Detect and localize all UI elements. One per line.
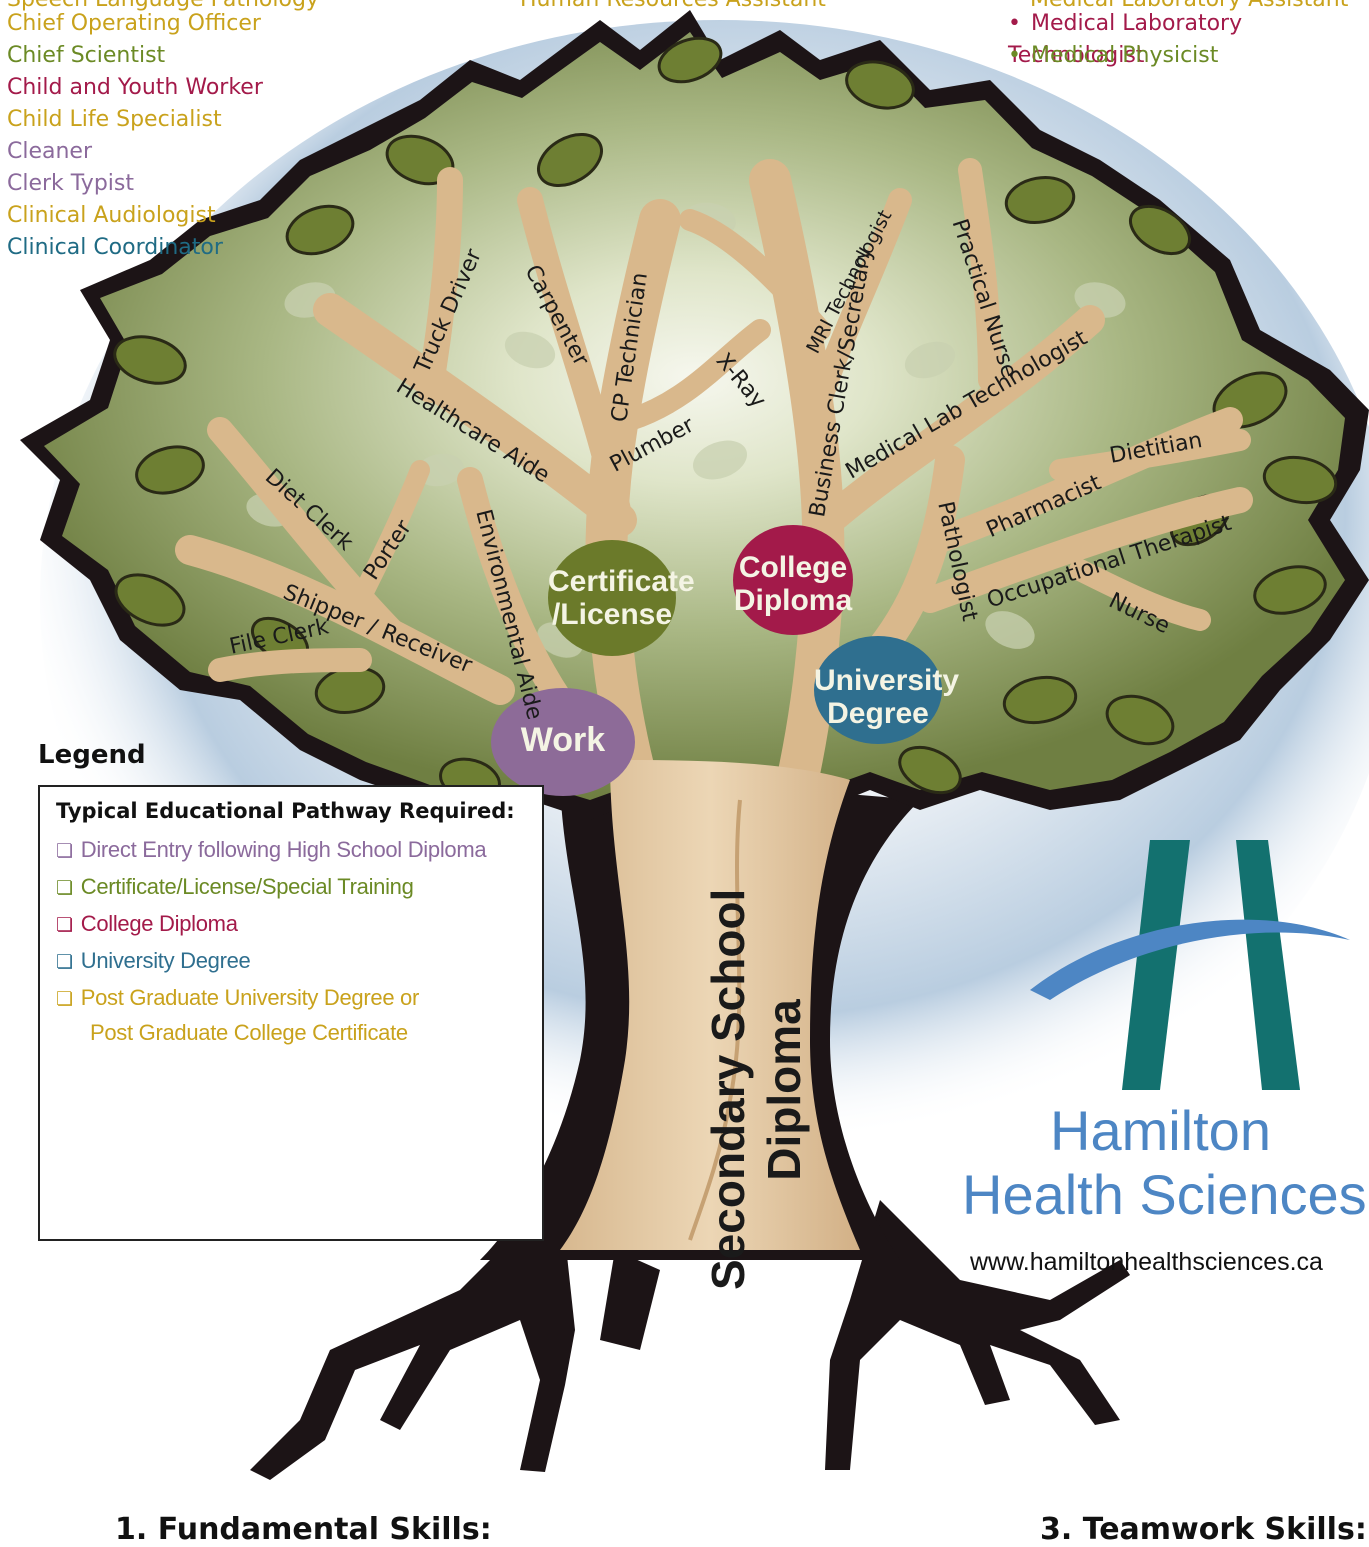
trunk-label: Secondary School Diploma — [700, 888, 812, 1290]
legend-item-university[interactable]: ❏University Degree — [56, 948, 251, 973]
legend-item-post-graduate[interactable]: ❏Post Graduate University Degree or — [56, 985, 420, 1010]
job-child-and-youth-worker[interactable]: Child and Youth Worker — [7, 75, 263, 100]
trunk-label-line1: Secondary School — [702, 888, 754, 1290]
checkbox-icon[interactable]: ❏ — [56, 951, 73, 973]
job-medical-laboratory-assistant[interactable]: Medical Laboratory Assistant — [1030, 0, 1348, 16]
job-clinical-audiologist[interactable]: Clinical Audiologist — [7, 203, 216, 228]
legend-item-college[interactable]: ❏College Diploma — [56, 911, 238, 936]
job-medical-laboratory-technologist[interactable]: •Medical Laboratory Technologist — [1008, 11, 1243, 68]
tree-roots — [250, 1190, 1130, 1480]
checkbox-icon[interactable]: ❏ — [56, 840, 73, 862]
trunk-fill — [560, 760, 860, 1250]
heading-fundamental-skills: 1. Fundamental Skills: — [115, 1512, 492, 1547]
university-oval — [814, 636, 942, 744]
legend-title: Legend — [38, 740, 146, 770]
university-label-line2: Degree — [827, 697, 929, 730]
certificate-label-line1: Certificate — [548, 565, 695, 598]
work-oval — [491, 688, 635, 796]
university-label[interactable]: University Degree — [814, 664, 960, 730]
work-label[interactable]: Work — [520, 721, 606, 759]
brand-url-link[interactable]: www.hamiltonhealthsciences.ca — [970, 1248, 1323, 1276]
job-speech-language-pathology[interactable]: Speech Language Pathology — [7, 0, 319, 16]
job-cleaner[interactable]: Cleaner — [7, 139, 93, 164]
brand-name-line1: Hamilton — [1050, 1099, 1271, 1162]
legend-subtitle: Typical Educational Pathway Required: — [56, 799, 515, 823]
legend-box: Typical Educational Pathway Required: ❏D… — [38, 785, 544, 1241]
checkbox-icon[interactable]: ❏ — [56, 877, 73, 899]
trunk-label-line2: Diploma — [758, 999, 810, 1181]
job-medical-physicist[interactable]: •Medical Physicist — [1008, 43, 1219, 68]
job-chief-operating-officer[interactable]: Chief Operating Officer — [7, 11, 261, 36]
university-label-line1: University — [814, 664, 960, 697]
college-label-line1: College — [738, 551, 848, 584]
job-chief-scientist[interactable]: Chief Scientist — [7, 43, 166, 68]
legend-item-direct-entry[interactable]: ❏Direct Entry following High School Dipl… — [56, 837, 487, 862]
college-label[interactable]: College Diploma — [733, 551, 853, 617]
certificate-label[interactable]: Certificate /License — [548, 565, 695, 631]
brand-name-line2: Health Sciences — [962, 1163, 1367, 1226]
checkbox-icon[interactable]: ❏ — [56, 914, 73, 936]
hhs-logo-mark — [1030, 840, 1350, 1090]
college-oval — [733, 525, 853, 635]
bullet: • — [1008, 11, 1021, 36]
heading-teamwork-skills: 3. Teamwork Skills: — [1040, 1512, 1367, 1547]
legend-item-certificate[interactable]: ❏Certificate/License/Special Training — [56, 874, 414, 899]
bullet: • — [1008, 43, 1021, 68]
certificate-oval — [548, 540, 676, 656]
job-clerk-typist[interactable]: Clerk Typist — [7, 171, 134, 196]
job-human-resources-assistant[interactable]: Human Resources Assistant — [520, 0, 826, 16]
job-clinical-coordinator[interactable]: Clinical Coordinator — [7, 235, 223, 260]
college-label-line2: Diploma — [733, 584, 853, 617]
legend-item-post-graduate-cont: Post Graduate College Certificate — [90, 1020, 408, 1045]
job-child-life-specialist[interactable]: Child Life Specialist — [7, 107, 222, 132]
certificate-label-line2: /License — [551, 598, 673, 631]
checkbox-icon[interactable]: ❏ — [56, 988, 73, 1010]
